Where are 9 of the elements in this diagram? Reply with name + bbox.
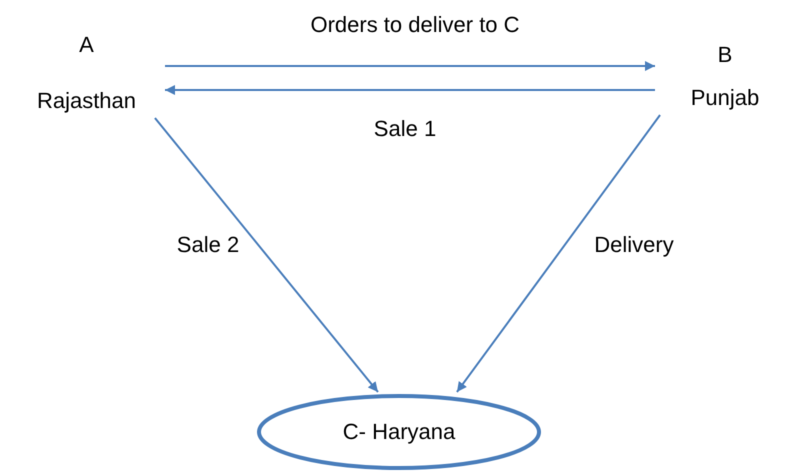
node-label: C- Haryana bbox=[342, 418, 456, 446]
arrow bbox=[154, 117, 379, 393]
node-label: B bbox=[718, 42, 732, 68]
node-label: A bbox=[79, 32, 94, 58]
arrow bbox=[165, 61, 655, 72]
node-label: Rajasthan bbox=[36, 88, 136, 114]
arrow bbox=[165, 85, 655, 95]
node-label: Punjab bbox=[690, 84, 760, 111]
arrow bbox=[456, 114, 661, 393]
